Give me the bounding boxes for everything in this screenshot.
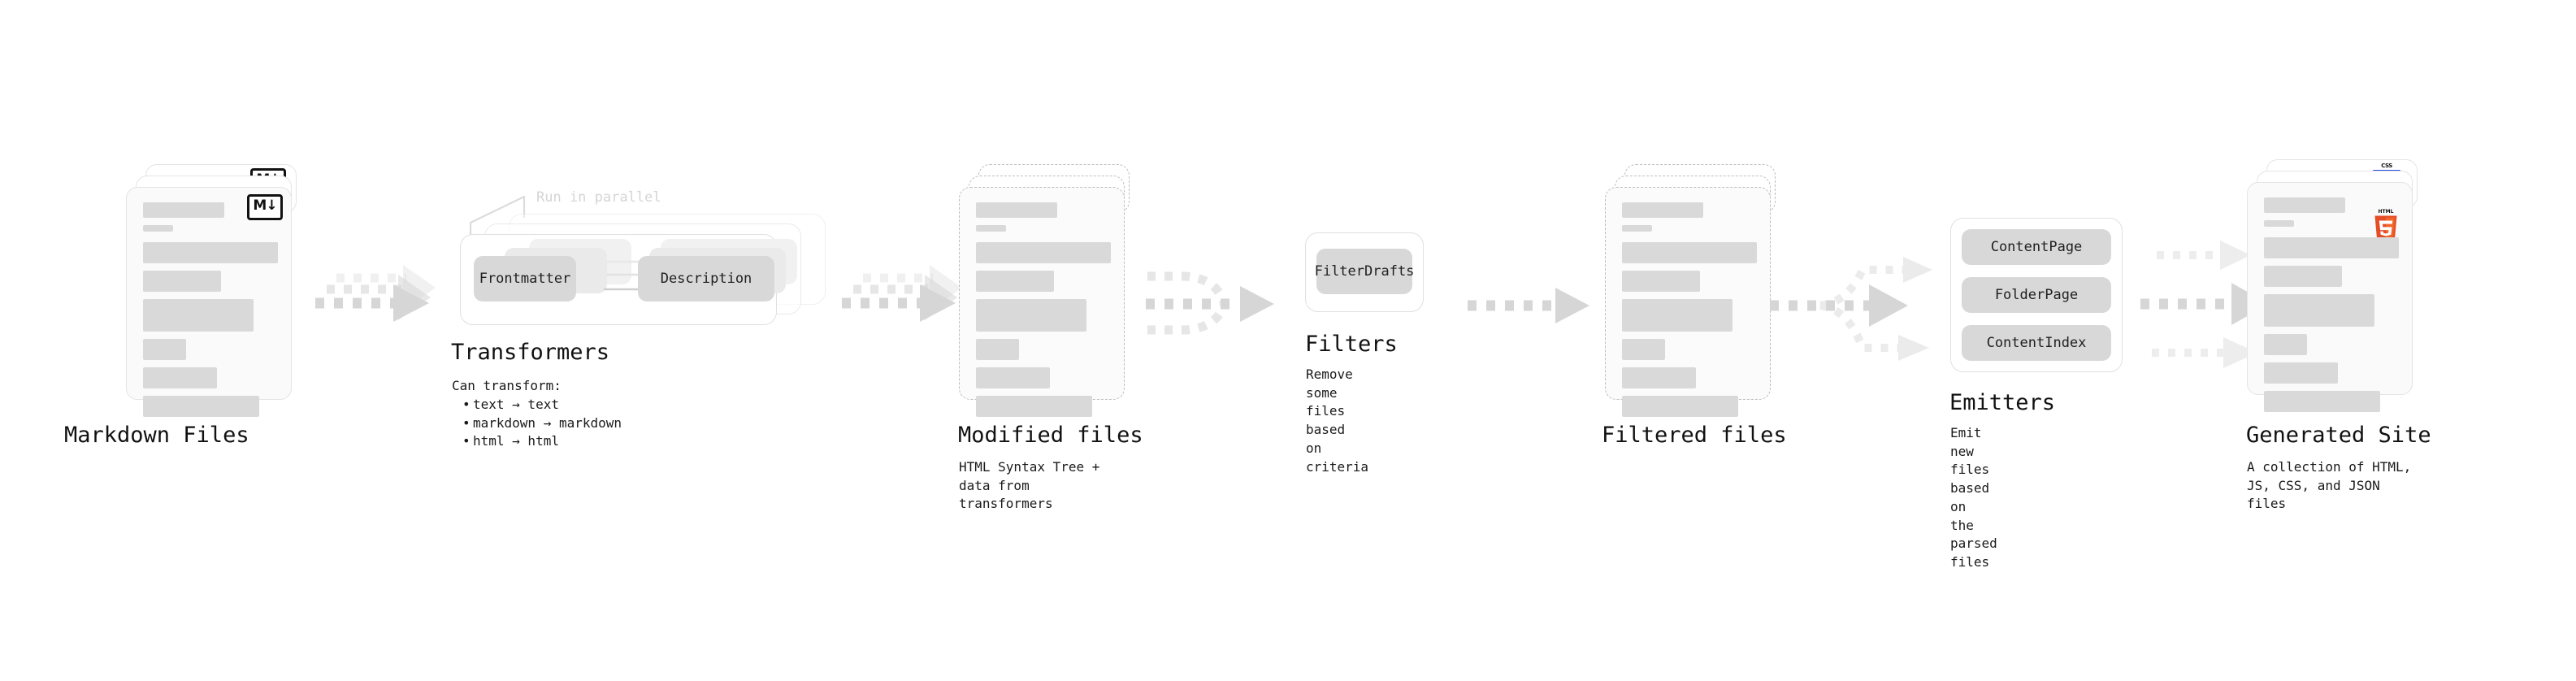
filtered-file-stack (1605, 164, 1776, 417)
placeholder-subheading (976, 225, 1006, 232)
emitter-chip-contentindex[interactable]: ContentIndex (1962, 325, 2111, 361)
emitters-subtitle: Emit new files based on the parsed files (1950, 425, 1997, 570)
transformer-chip-description-label: Description (660, 271, 752, 287)
transformers-bullet-list: text → text markdown → markdown html → h… (460, 396, 622, 451)
emitter-chip-contentindex-label: ContentIndex (1986, 335, 2087, 351)
transformer-chip-frontmatter[interactable]: Frontmatter (474, 256, 576, 301)
emitter-chip-folderpage[interactable]: FolderPage (1962, 277, 2111, 313)
run-in-parallel-label: Run in parallel (536, 189, 661, 206)
placeholder-line (976, 242, 1111, 263)
generated-site-subtitle: A collection of HTML, JS, CSS, and JSON … (2247, 459, 2412, 512)
stage-title-transformers: Transformers (451, 340, 610, 365)
placeholder-line (2264, 237, 2399, 258)
modified-files-subtitle: HTML Syntax Tree + data from transformer… (959, 459, 1100, 512)
placeholder-line (1622, 242, 1757, 263)
parallel-bracket (469, 195, 526, 241)
placeholder-heading (143, 202, 224, 218)
arrow-filters-to-filtered (1468, 288, 1589, 323)
stage-transformers: Run in parallel Frontmat (451, 189, 833, 505)
filters-subtitle: Remove some files based on criteria (1306, 367, 1369, 475)
placeholder-subheading (2264, 220, 2294, 227)
stage-modified-files: Modified files HTML Syntax Tree + data f… (958, 164, 1143, 511)
stage-filtered-files: Filtered files (1602, 164, 1787, 448)
placeholder-block (976, 299, 1087, 332)
placeholder-line (1622, 271, 1701, 292)
placeholder-line (976, 367, 1051, 388)
stage-markdown-files: M↓ M↓ M↓ Markdown Files (64, 164, 297, 448)
markdown-icon: M↓ (247, 194, 283, 220)
placeholder-block (1622, 299, 1733, 332)
stage-generated-site: CSS HTML (2246, 159, 2431, 511)
arrow-modified-to-filters (1146, 271, 1274, 335)
html5-icon: HTML (2374, 209, 2397, 241)
placeholder-line (976, 339, 1020, 360)
transformer-chip-description[interactable]: Description (638, 256, 774, 301)
stage-title-markdown-files: Markdown Files (64, 423, 249, 448)
arrow-markdown-to-transformers (315, 265, 436, 322)
arrow-filtered-to-emitters (1770, 257, 1932, 361)
placeholder-line (143, 367, 218, 388)
file-card-front: M↓ (126, 187, 292, 417)
placeholder-line (2264, 266, 2343, 287)
placeholder-heading (976, 202, 1057, 218)
file-content-placeholder (143, 202, 278, 424)
svg-text:HTML: HTML (2379, 209, 2394, 215)
transformer-chip-frontmatter-label: Frontmatter (479, 271, 571, 287)
placeholder-line (1622, 339, 1666, 360)
placeholder-block (2264, 294, 2375, 327)
transformers-subtitle-head: Can transform: (452, 378, 562, 393)
stage-title-emitters: Emitters (1949, 390, 2056, 415)
placeholder-block (143, 299, 254, 332)
file-content-placeholder (1622, 202, 1757, 424)
list-item: text → text (460, 396, 622, 414)
placeholder-line (1622, 367, 1697, 388)
stage-title-filtered-files: Filtered files (1602, 423, 1787, 448)
arrow-transformers-to-modified (842, 265, 962, 322)
placeholder-heading (1622, 202, 1703, 218)
placeholder-subheading (143, 225, 173, 232)
emitter-chip-contentpage-label: ContentPage (1990, 239, 2083, 255)
stage-title-modified-files: Modified files (958, 423, 1143, 448)
file-card-front (959, 187, 1125, 417)
file-card-front (1605, 187, 1771, 417)
modified-file-stack (959, 164, 1130, 417)
file-content-placeholder (976, 202, 1111, 424)
filter-chip-filterdrafts-label: FilterDrafts (1314, 263, 1415, 280)
filter-chip-filterdrafts[interactable]: FilterDrafts (1314, 249, 1415, 294)
stage-title-filters: Filters (1305, 332, 1398, 357)
placeholder-line (976, 396, 1092, 417)
placeholder-line (2264, 334, 2308, 355)
placeholder-line (143, 339, 187, 360)
placeholder-line (2264, 391, 2380, 412)
placeholder-line (2264, 362, 2339, 384)
placeholder-subheading (1622, 225, 1652, 232)
placeholder-line (1622, 396, 1738, 417)
stage-title-generated-site: Generated Site (2246, 423, 2431, 448)
emitter-chip-contentpage[interactable]: ContentPage (1962, 229, 2111, 265)
file-content-placeholder (2264, 197, 2399, 419)
markdown-file-stack: M↓ M↓ M↓ (126, 164, 297, 417)
placeholder-line (143, 396, 259, 417)
placeholder-line (143, 271, 222, 292)
file-card-front: HTML (2247, 182, 2413, 412)
list-item: markdown → markdown (460, 414, 622, 433)
list-item: html → html (460, 432, 622, 451)
placeholder-line (976, 271, 1055, 292)
placeholder-line (143, 242, 278, 263)
emitter-chip-folderpage-label: FolderPage (1994, 287, 2079, 303)
generated-file-stack: CSS HTML (2247, 159, 2418, 412)
placeholder-heading (2264, 197, 2345, 213)
